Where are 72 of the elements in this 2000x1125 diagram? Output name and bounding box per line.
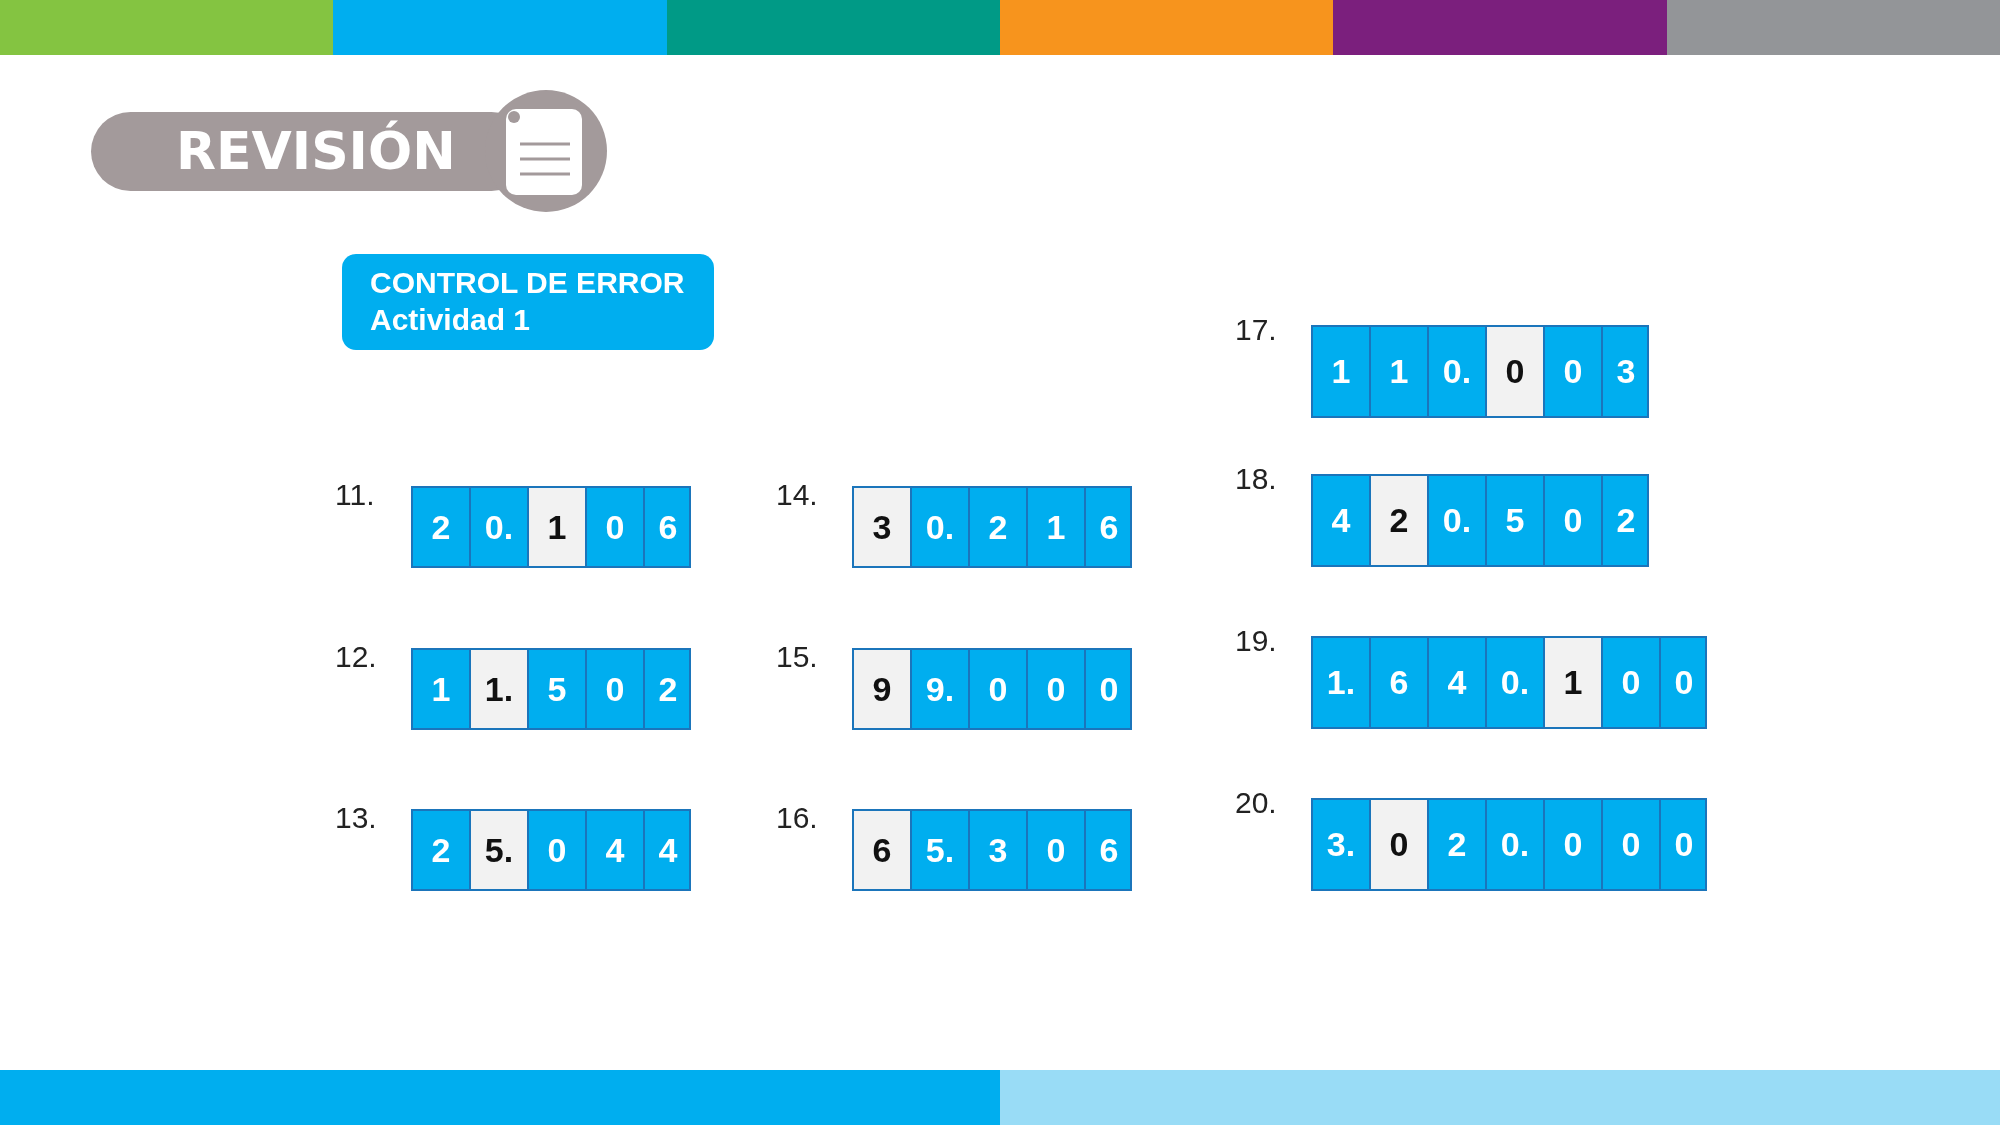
digit-strip: [411, 809, 691, 891]
digit-cell: 2: [413, 488, 471, 566]
digit-strip: [852, 486, 1132, 568]
item-number: 18.: [1235, 462, 1277, 496]
digit-strip: [852, 809, 1132, 891]
digit-cell: 1: [1371, 327, 1429, 416]
digit-cell: 0: [970, 650, 1028, 728]
digit-cell: 0: [1028, 811, 1086, 889]
digit-cell: 0: [1545, 800, 1603, 889]
item-number: 19.: [1235, 624, 1277, 658]
digit-cell: 6: [645, 488, 691, 566]
item-number: 15.: [776, 640, 818, 674]
digit-cell: 1: [1028, 488, 1086, 566]
digit-cell: 4: [587, 811, 645, 889]
digit-cell: 0: [1028, 650, 1086, 728]
digit-cell: 0: [587, 650, 645, 728]
digit-cell: 0: [1661, 800, 1707, 889]
header-text: CONTROL DE ERROR: [370, 265, 686, 301]
item-number: 17.: [1235, 313, 1277, 347]
digit-cell: 6: [1086, 488, 1132, 566]
digit-cell: 0: [1086, 650, 1132, 728]
digit-cell: 0: [1545, 327, 1603, 416]
digit-cell: 2: [1429, 800, 1487, 889]
digit-cell: 9.: [912, 650, 970, 728]
item-number: 12.: [335, 640, 377, 674]
highlighted-digit-cell: 1: [529, 488, 587, 566]
digit-cell: 5: [529, 650, 587, 728]
digit-strip: [1311, 798, 1707, 891]
digit-cell: 4: [645, 811, 691, 889]
digit-strip: [411, 486, 691, 568]
digit-cell: 5: [1487, 476, 1545, 565]
header-text: Actividad 1: [370, 302, 532, 338]
digit-cell: 0: [1545, 476, 1603, 565]
highlighted-digit-cell: 9: [854, 650, 912, 728]
highlighted-digit-cell: 6: [854, 811, 912, 889]
highlighted-digit-cell: 3: [854, 488, 912, 566]
digit-cell: 0: [587, 488, 645, 566]
digit-cell: 0: [1603, 638, 1661, 727]
digit-cell: 4: [1429, 638, 1487, 727]
item-number: 11.: [335, 478, 375, 512]
highlighted-digit-cell: 5.: [471, 811, 529, 889]
digit-cell: 2: [1603, 476, 1649, 565]
highlighted-digit-cell: 2: [1371, 476, 1429, 565]
digit-cell: 0: [1603, 800, 1661, 889]
item-number: 14.: [776, 478, 818, 512]
digit-strip: [411, 648, 691, 730]
highlighted-digit-cell: 1: [1545, 638, 1603, 727]
digit-cell: 0: [1661, 638, 1707, 727]
digit-cell: 0.: [912, 488, 970, 566]
item-number: 13.: [335, 801, 377, 835]
highlighted-digit-cell: 0: [1487, 327, 1545, 416]
digit-cell: 0.: [1429, 476, 1487, 565]
digit-cell: 0.: [1487, 800, 1545, 889]
digit-strip: [852, 648, 1132, 730]
digit-cell: 2: [970, 488, 1028, 566]
digit-cell: 3: [1603, 327, 1649, 416]
highlighted-digit-cell: 0: [1371, 800, 1429, 889]
digit-cell: 0: [529, 811, 587, 889]
digit-cell: 3: [970, 811, 1028, 889]
digit-cell: 2: [645, 650, 691, 728]
digit-strip: [1311, 636, 1707, 729]
item-number: 16.: [776, 801, 818, 835]
digit-strip: [1311, 474, 1649, 567]
header-box: [342, 254, 714, 350]
digit-cell: 6: [1371, 638, 1429, 727]
digit-cell: 5.: [912, 811, 970, 889]
digit-cell: 6: [1086, 811, 1132, 889]
digit-cell: 1: [1313, 327, 1371, 416]
digit-strip: [1311, 325, 1649, 418]
digit-cell: 1.: [1313, 638, 1371, 727]
highlighted-digit-cell: 1.: [471, 650, 529, 728]
item-number: 20.: [1235, 786, 1277, 820]
